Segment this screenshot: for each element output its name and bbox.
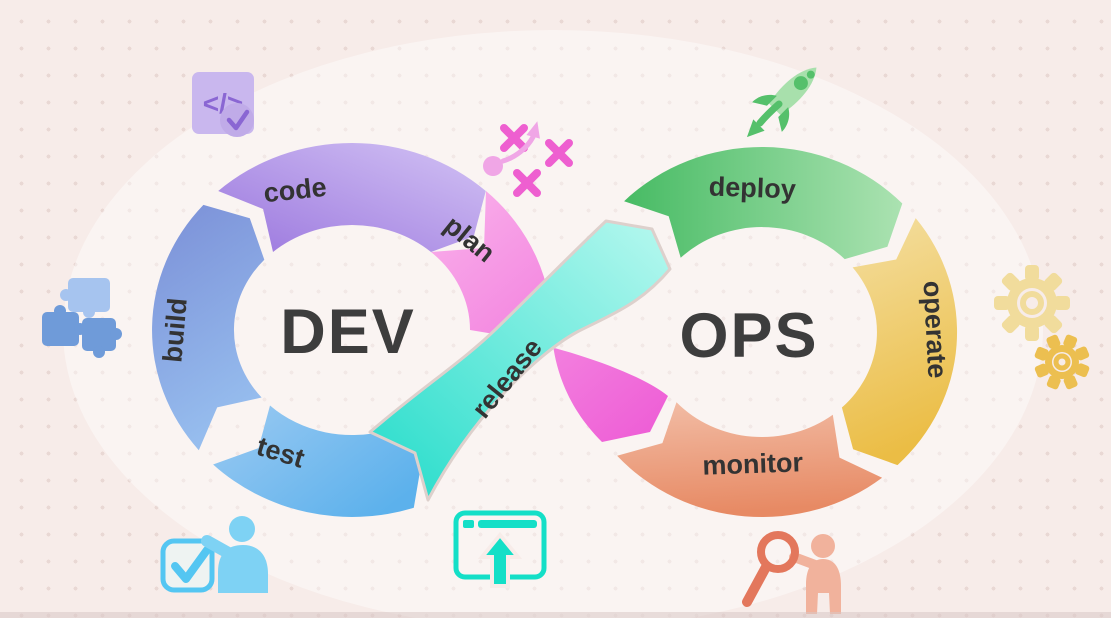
- check-icon: [226, 109, 250, 131]
- segment-test: [213, 405, 422, 517]
- play-dot: [483, 156, 503, 176]
- label-build: build: [157, 297, 193, 364]
- segment-operate: [841, 218, 958, 466]
- search-person-icon: [742, 531, 841, 614]
- check-badge: [220, 103, 254, 137]
- segment-deploy: [624, 146, 903, 260]
- segment-monitor: [617, 402, 883, 518]
- title-dev: DEV: [280, 297, 416, 367]
- title-ops: OPS: [679, 301, 818, 371]
- curved-arrow: [500, 134, 536, 164]
- segment-build: [152, 204, 265, 451]
- approve-icon: [160, 516, 268, 593]
- gears-icon: [994, 265, 1090, 390]
- browser-upload-icon: [453, 510, 547, 588]
- tactics-icon: [483, 121, 573, 197]
- ring-segments: [152, 142, 958, 518]
- magnifier-icon: [757, 531, 799, 573]
- bottom-strip: [0, 612, 1111, 618]
- label-code: code: [262, 172, 328, 208]
- code-badge-icon: </>: [192, 72, 254, 137]
- upload-arrow-icon: [477, 531, 523, 588]
- segment-release: [368, 219, 672, 502]
- label-monitor: monitor: [702, 447, 804, 481]
- segment-code: [218, 142, 486, 252]
- rocket-icon: [746, 67, 817, 138]
- arrowhead: [526, 121, 540, 139]
- label-deploy: deploy: [708, 171, 796, 204]
- x-marks: [500, 124, 573, 197]
- label-operate: operate: [917, 280, 952, 379]
- puzzle-icon: [42, 278, 122, 358]
- checkmark-icon: [171, 546, 211, 583]
